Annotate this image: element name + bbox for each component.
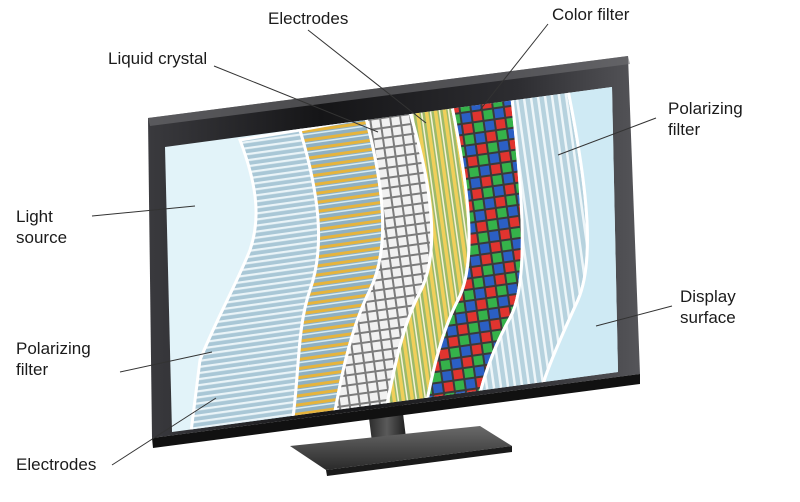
label-line-2: source — [16, 228, 68, 247]
label-line-1: Light — [16, 207, 53, 226]
label-liquid-crystal: Liquid crystal — [108, 48, 207, 69]
leader-polarizing-filter-left — [119, 351, 213, 373]
label-display-surface: Display surface — [680, 286, 736, 328]
label-line-1: Polarizing — [668, 99, 743, 118]
leader-liquid-crystal — [213, 65, 379, 133]
label-line-2: surface — [680, 308, 736, 327]
label-color-filter: Color filter — [552, 4, 629, 25]
label-line-2: filter — [16, 360, 49, 379]
label-line-2: filter — [668, 120, 701, 139]
label-electrodes-top: Electrodes — [268, 8, 348, 29]
leader-lines — [91, 23, 673, 466]
leader-polarizing-filter-right — [557, 117, 657, 156]
label-text: Liquid crystal — [108, 49, 208, 68]
label-text: Electrodes — [16, 455, 97, 474]
label-polarizing-filter-right: Polarizing filter — [668, 98, 743, 140]
label-polarizing-filter-left: Polarizing filter — [16, 338, 91, 380]
label-text: Electrodes — [268, 9, 349, 28]
label-light-source: Light source — [16, 206, 67, 248]
leader-color-filter — [479, 23, 549, 111]
leader-electrodes-top — [307, 29, 427, 124]
label-electrodes-bottom: Electrodes — [16, 454, 96, 475]
label-line-1: Display — [680, 287, 736, 306]
screen-layers — [165, 87, 618, 432]
label-line-1: Polarizing — [16, 339, 91, 358]
leader-electrodes-bottom — [111, 397, 217, 466]
label-text: Color filter — [552, 5, 630, 24]
leader-display-surface — [595, 305, 673, 327]
leader-light-source — [91, 205, 196, 217]
